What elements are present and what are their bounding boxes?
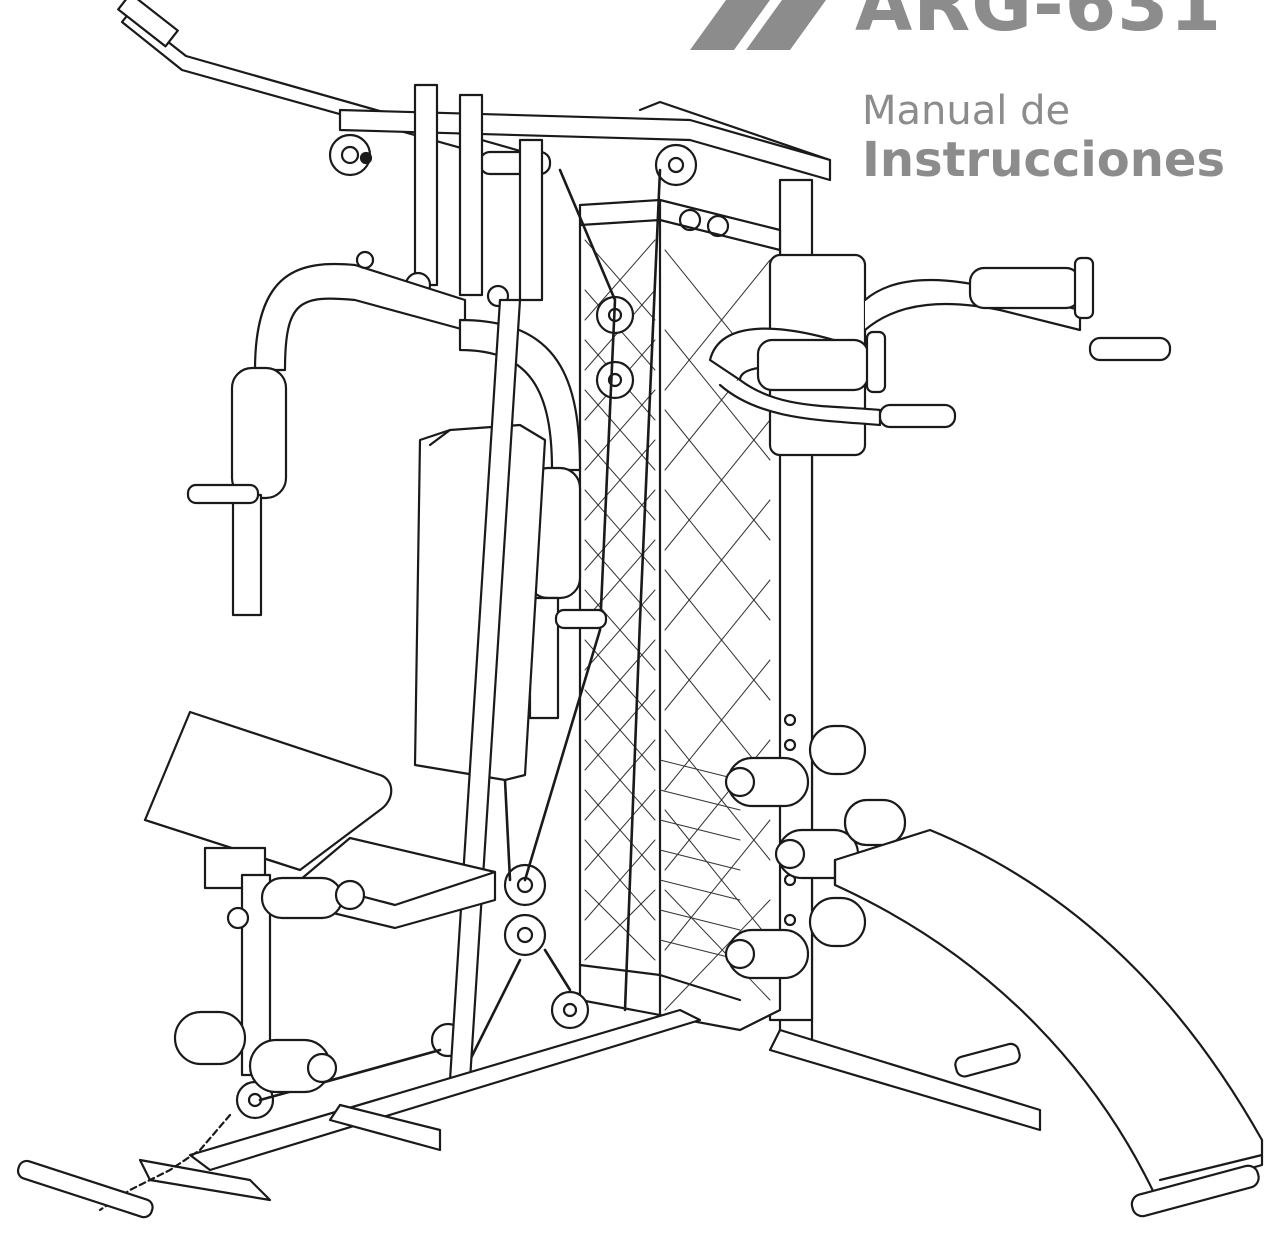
manual-subtitle: Manual de xyxy=(862,88,1071,134)
chain-handle xyxy=(16,1113,232,1219)
model-title: ARG-631 xyxy=(855,0,1223,48)
column-rollers xyxy=(724,724,907,980)
situp-bench xyxy=(833,828,1264,1218)
top-frame xyxy=(338,83,832,302)
base-frame xyxy=(138,1008,1042,1202)
leg-developer xyxy=(173,873,366,1094)
lat-bar xyxy=(117,0,552,177)
instructions-subtitle: Instrucciones xyxy=(862,132,1226,188)
knee-raise-station xyxy=(708,253,1172,457)
pulleys xyxy=(235,143,698,1120)
